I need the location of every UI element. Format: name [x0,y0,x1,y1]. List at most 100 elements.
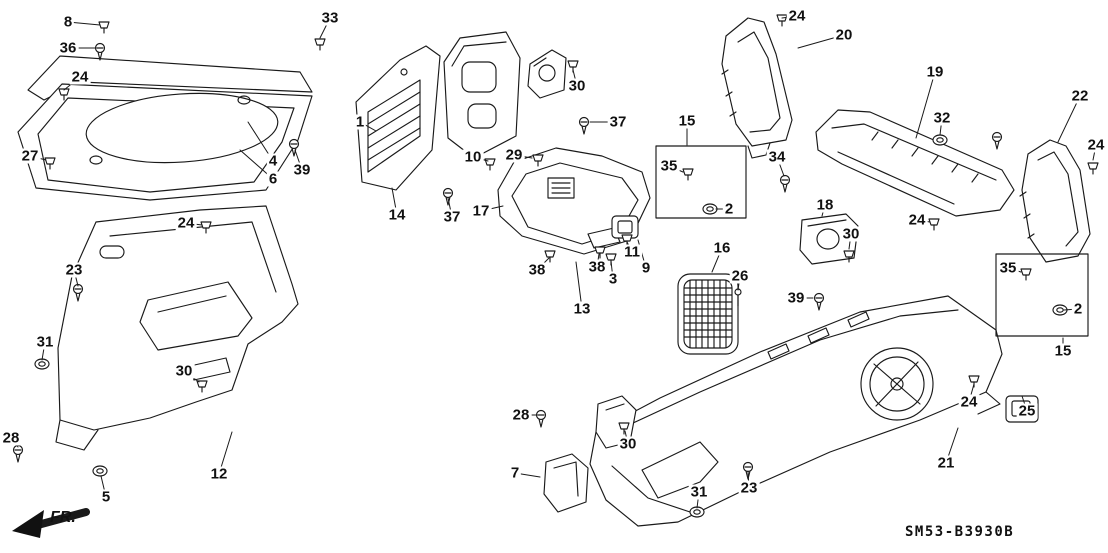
leader-line [1057,95,1081,143]
callout-15: 15 [1052,342,1074,360]
callout-23: 23 [63,261,85,279]
screw-icon [991,131,1003,150]
clip-icon [682,168,694,181]
callout-34: 34 [766,148,788,166]
screw-icon [779,174,791,193]
callout-39: 39 [291,161,313,179]
callout-12: 12 [208,465,230,483]
part-vent-louver [355,45,441,191]
callout-30: 30 [173,362,195,380]
part-side-lining-left [55,205,299,451]
clip-icon [98,21,110,34]
callout-37: 37 [441,208,463,226]
callout-1: 1 [353,113,367,131]
screw-icon [94,42,106,61]
screw-icon [12,444,24,463]
screw-icon [288,138,300,157]
leader-line [575,261,583,310]
grommet-icon [932,134,948,146]
callout-31: 31 [34,333,56,351]
callout-25: 25 [1016,402,1038,420]
callout-31: 31 [688,483,710,501]
clip-icon [843,250,855,263]
callout-30: 30 [840,225,862,243]
callout-24: 24 [786,7,808,25]
part-sill-garnish [815,109,1015,217]
grommet-icon [34,358,50,370]
callout-10: 10 [462,148,484,166]
callout-30: 30 [617,435,639,453]
callout-24: 24 [1085,136,1107,154]
screw-icon [813,292,825,311]
callout-27: 27 [19,147,41,165]
fastener-group-box-left [655,145,747,219]
callout-39: 39 [785,289,807,307]
callout-3: 3 [606,270,620,288]
callout-11: 11 [622,243,642,261]
clip-icon [314,38,326,51]
callout-18: 18 [814,196,836,214]
part-side-lining-right [589,295,1003,527]
callout-8: 8 [61,13,75,31]
callout-24: 24 [175,214,197,232]
leader-line [915,71,936,139]
pin-icon [734,288,742,307]
callout-15: 15 [676,112,698,130]
callout-21: 21 [935,454,957,472]
callout-4: 4 [266,152,280,170]
callout-20: 20 [833,26,855,44]
fr-direction-label: FR. [50,509,76,526]
part-vent-panel [443,31,521,159]
callout-2: 2 [722,200,736,218]
callout-35: 35 [997,259,1019,277]
callout-24: 24 [69,68,91,86]
fastener-group-box-right [995,253,1089,337]
callout-26: 26 [729,267,751,285]
callout-33: 33 [319,9,341,27]
part-rear-shelf [17,55,313,201]
grommet-icon [702,203,718,215]
callout-9: 9 [639,259,653,277]
screw-icon [535,409,547,428]
callout-28: 28 [510,406,532,424]
part-speaker-grille [677,273,739,355]
callout-29: 29 [503,146,525,164]
part-corner-bracket [543,453,589,513]
callout-24: 24 [906,211,928,229]
callout-32: 32 [931,109,953,127]
clip-icon [1020,268,1032,281]
callout-23: 23 [738,479,760,497]
callout-28: 28 [0,429,22,447]
callout-22: 22 [1069,87,1091,105]
callout-14: 14 [386,206,408,224]
callout-6: 6 [266,170,280,188]
callout-7: 7 [508,464,522,482]
callout-19: 19 [924,63,946,81]
callout-38: 38 [526,261,548,279]
fr-arrow-icon [12,508,90,538]
screw-icon [578,116,590,135]
callout-24: 24 [958,393,980,411]
callout-5: 5 [99,488,113,506]
screw-icon [442,187,454,206]
callout-17: 17 [470,202,492,220]
callout-30: 30 [566,77,588,95]
clip-icon [928,218,940,231]
diagram-code: SM53-B3930B [905,524,1015,540]
grommet-icon [92,465,108,477]
callout-16: 16 [711,239,733,257]
callout-13: 13 [571,300,593,318]
callout-35: 35 [658,157,680,175]
clip-icon [594,246,606,259]
hardware-grommets [34,134,1068,518]
part-pillar-garnish-rear [1019,139,1091,263]
callout-2: 2 [1071,300,1085,318]
callout-37: 37 [607,113,629,131]
clip-icon [776,14,788,27]
clip-icon [1087,162,1099,175]
part-pillar-garnish-upper [721,17,793,159]
callout-38: 38 [586,258,608,276]
callout-36: 36 [57,39,79,57]
